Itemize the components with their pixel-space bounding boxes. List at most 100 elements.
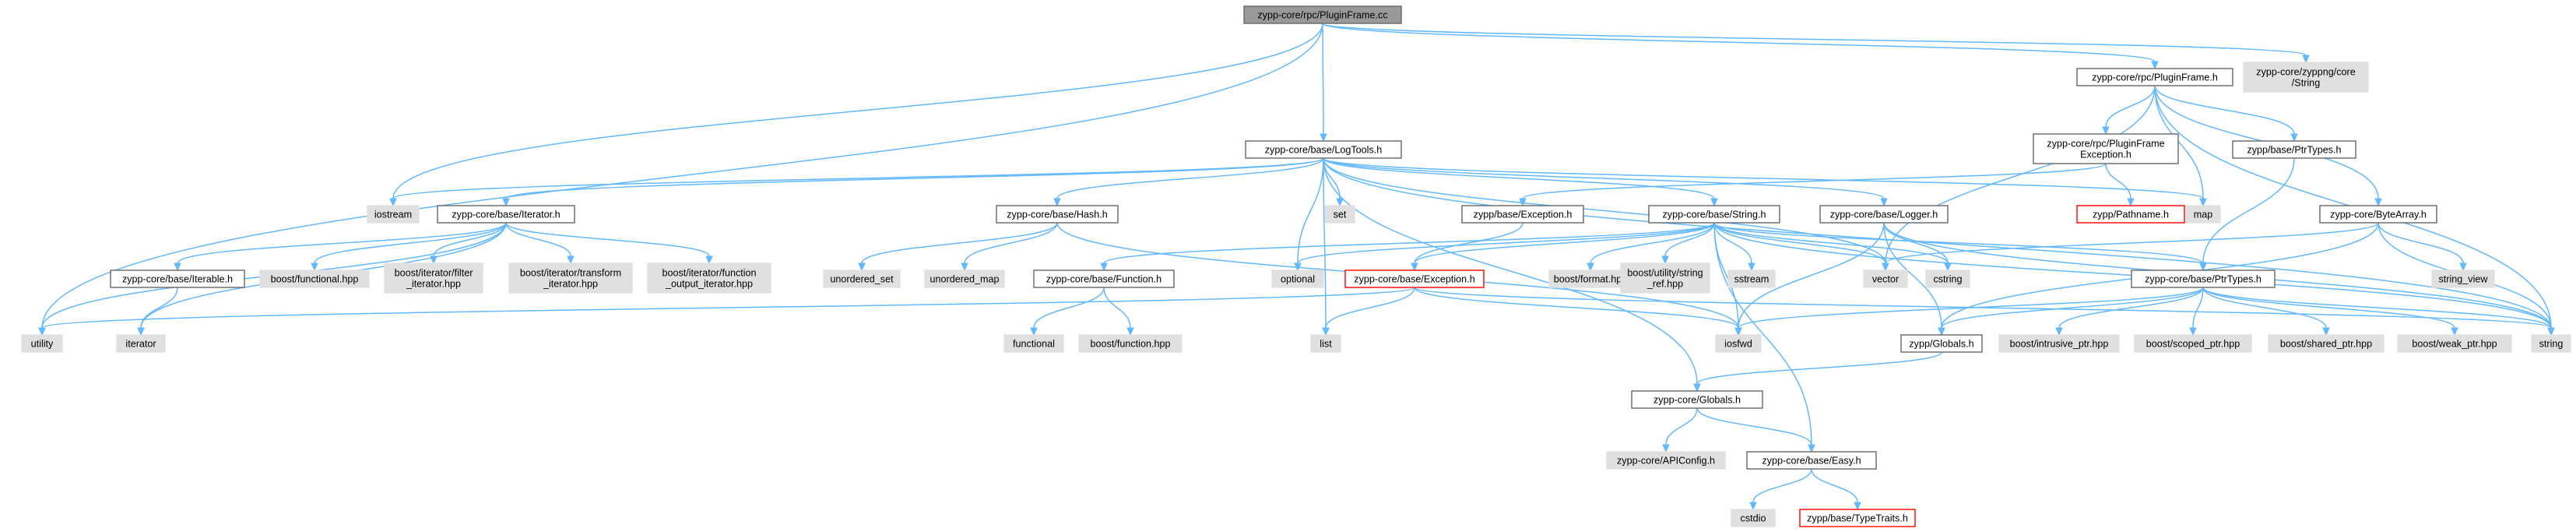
edge-logtools_h-to-core_globals_h	[1323, 157, 1698, 385]
node-label: zypp-core/base/Exception.h	[1354, 274, 1474, 285]
node-box	[823, 270, 901, 288]
node-box	[1620, 262, 1710, 294]
edge-arrowhead-core_globals_h-to-easy_h	[1808, 444, 1815, 453]
node-label: zypp-core/base/PtrTypes.h	[2145, 274, 2261, 285]
node-function-h[interactable]: zypp-core/base/Function.h	[1033, 270, 1175, 288]
edge-logtools_h-to-hash_h	[1056, 157, 1324, 199]
node-label: vector	[1872, 274, 1899, 285]
node-label: zypp/Pathname.h	[2093, 210, 2169, 220]
node-pathname-h[interactable]: zypp/Pathname.h	[2076, 205, 2185, 224]
node-label: zypp-core/base/LogTools.h	[1265, 145, 1383, 156]
node-boost-scoped-ptr: boost/scoped_ptr.hpp	[2134, 334, 2252, 353]
node-easy-h[interactable]: zypp-core/base/Easy.h	[1746, 451, 1877, 470]
node-box	[2076, 68, 2233, 86]
node-base-ptrtypes-h[interactable]: zypp/base/PtrTypes.h	[2232, 140, 2356, 159]
node-label: _iterator.hpp	[543, 279, 598, 290]
node-label: zypp-core/base/Iterable.h	[122, 274, 233, 285]
node-label: boost/functional.hpp	[271, 274, 359, 285]
edge-arrowhead-iterator_h-to-iterable_h	[174, 262, 181, 272]
node-set: set	[1324, 205, 1355, 224]
edge-arrowhead-core_ptrtypes_h-to-string	[2547, 327, 2555, 336]
node-label: boost/format.hpp	[1554, 274, 1628, 285]
node-box	[1863, 270, 1908, 288]
node-box	[1344, 270, 1485, 288]
node-boost-string-ref: boost/utility/string_ref.hpp	[1620, 262, 1710, 294]
edge-string_h-to-core_exception_h	[1414, 222, 1715, 264]
edge-arrowhead-string_h-to-core_exception_h	[1411, 262, 1418, 272]
node-box	[1799, 509, 1916, 527]
node-iostream: iostream	[367, 205, 420, 224]
edge-string_h-to-vector	[1713, 222, 1886, 264]
node-boost-funcout-iter: boost/iterator/function_output_iterator.…	[647, 262, 771, 294]
node-hash-h[interactable]: zypp-core/base/Hash.h	[996, 205, 1119, 224]
edge-easy_h-to-typetraits_h	[1811, 468, 1858, 503]
node-box	[1715, 334, 1762, 353]
node-box	[996, 205, 1119, 224]
node-label: functional	[1013, 339, 1055, 350]
edge-arrowhead-iterator_h-to-boost_functional	[311, 262, 318, 272]
edge-arrowhead-logtools_h-to-iterator_h	[502, 198, 510, 207]
edge-core_ptrtypes_h-to-boost_shared_ptr	[2202, 287, 2327, 329]
node-string-h[interactable]: zypp-core/base/String.h	[1648, 205, 1780, 224]
edge-string_h-to-optional	[1297, 222, 1715, 264]
edge-easy_h-to-cstdio	[1752, 468, 1812, 503]
node-box	[1746, 451, 1877, 470]
node-core-globals-h[interactable]: zypp-core/Globals.h	[1631, 390, 1763, 409]
edge-core_ptrtypes_h-to-boost_intrusive_ptr	[2058, 287, 2204, 329]
node-box	[2431, 270, 2495, 288]
node-logger-h[interactable]: zypp-core/base/Logger.h	[1819, 205, 1949, 224]
node-core-ptrtypes-h[interactable]: zypp-core/base/PtrTypes.h	[2131, 270, 2276, 288]
node-core-exception-h[interactable]: zypp-core/base/Exception.h	[1344, 270, 1485, 288]
edge-core_globals_h-to-apiconfig_h	[1665, 407, 1698, 446]
node-box	[1631, 390, 1763, 409]
edge-core_globals_h-to-easy_h	[1696, 407, 1812, 446]
node-label: _iterator.hpp	[406, 279, 461, 290]
node-typetraits-h[interactable]: zypp/base/TypeTraits.h	[1799, 509, 1916, 527]
edge-arrowhead-core_ptrtypes_h-to-boost_weak_ptr	[2451, 327, 2458, 336]
edge-arrowhead-core_ptrtypes_h-to-boost_shared_ptr	[2322, 327, 2330, 336]
node-iterator-h[interactable]: zypp-core/base/Iterator.h	[437, 205, 575, 224]
node-label: zypp/base/TypeTraits.h	[1807, 513, 1908, 524]
edge-hash_h-to-unordered_set	[861, 222, 1058, 264]
edge-arrowhead-core_ptrtypes_h-to-globals_h	[1938, 327, 1945, 336]
node-label: unordered_map	[930, 274, 1000, 285]
edge-iterator_h-to-iterable_h	[177, 222, 507, 264]
node-box	[2134, 334, 2252, 353]
node-label: string_view	[2439, 274, 2489, 285]
edge-iterator_h-to-boost_functional	[314, 222, 507, 264]
node-globals-h[interactable]: zypp/Globals.h	[1900, 334, 1983, 353]
node-apiconfig-h: zypp-core/APIConfig.h	[1606, 451, 1726, 470]
node-base-exception-h[interactable]: zypp/base/Exception.h	[1461, 205, 1584, 224]
node-label: set	[1334, 210, 1347, 220]
edge-arrowhead-root-to-zyppng_string	[2302, 55, 2310, 64]
node-box	[1925, 270, 1970, 288]
node-box	[259, 270, 370, 288]
node-logtools-h[interactable]: zypp-core/base/LogTools.h	[1245, 140, 1402, 159]
node-label: map	[2194, 210, 2213, 220]
node-box	[2232, 140, 2356, 159]
node-box	[21, 334, 63, 353]
node-label: Exception.h	[2080, 150, 2131, 160]
node-string-view: string_view	[2431, 270, 2495, 288]
node-boost-shared-ptr: boost/shared_ptr.hpp	[2268, 334, 2384, 353]
node-root[interactable]: zypp-core/rpc/PluginFrame.cc	[1243, 5, 1402, 24]
node-unordered-map: unordered_map	[924, 270, 1005, 288]
node-label: iostream	[374, 210, 412, 220]
edge-base_exception_h-to-core_exception_h	[1414, 222, 1523, 264]
edge-arrowhead-pf_exception_h-to-pathname_h	[2127, 198, 2135, 207]
node-label: iosfwd	[1724, 339, 1752, 350]
node-box	[1606, 451, 1726, 470]
edge-arrowhead-core_ptrtypes_h-to-iosfwd	[1734, 327, 1742, 336]
edge-arrowhead-logger_h-to-cstring	[1944, 262, 1952, 272]
node-bytearray-h[interactable]: zypp-core/ByteArray.h	[2319, 205, 2437, 224]
edge-iterator_h-to-boost_transform_iter	[505, 222, 571, 257]
node-label: boost/iterator/filter	[395, 268, 473, 279]
edge-arrowhead-root-to-logtools_h	[1320, 133, 1327, 143]
node-boost-transform-iter: boost/iterator/transform_iterator.hpp	[508, 262, 633, 294]
node-iterable-h[interactable]: zypp-core/base/Iterable.h	[110, 270, 245, 288]
node-box	[2033, 133, 2179, 164]
edge-logtools_h-to-string_h	[1323, 157, 1715, 199]
node-pluginframe-h[interactable]: zypp-core/rpc/PluginFrame.h	[2076, 68, 2233, 86]
node-box	[384, 262, 483, 294]
